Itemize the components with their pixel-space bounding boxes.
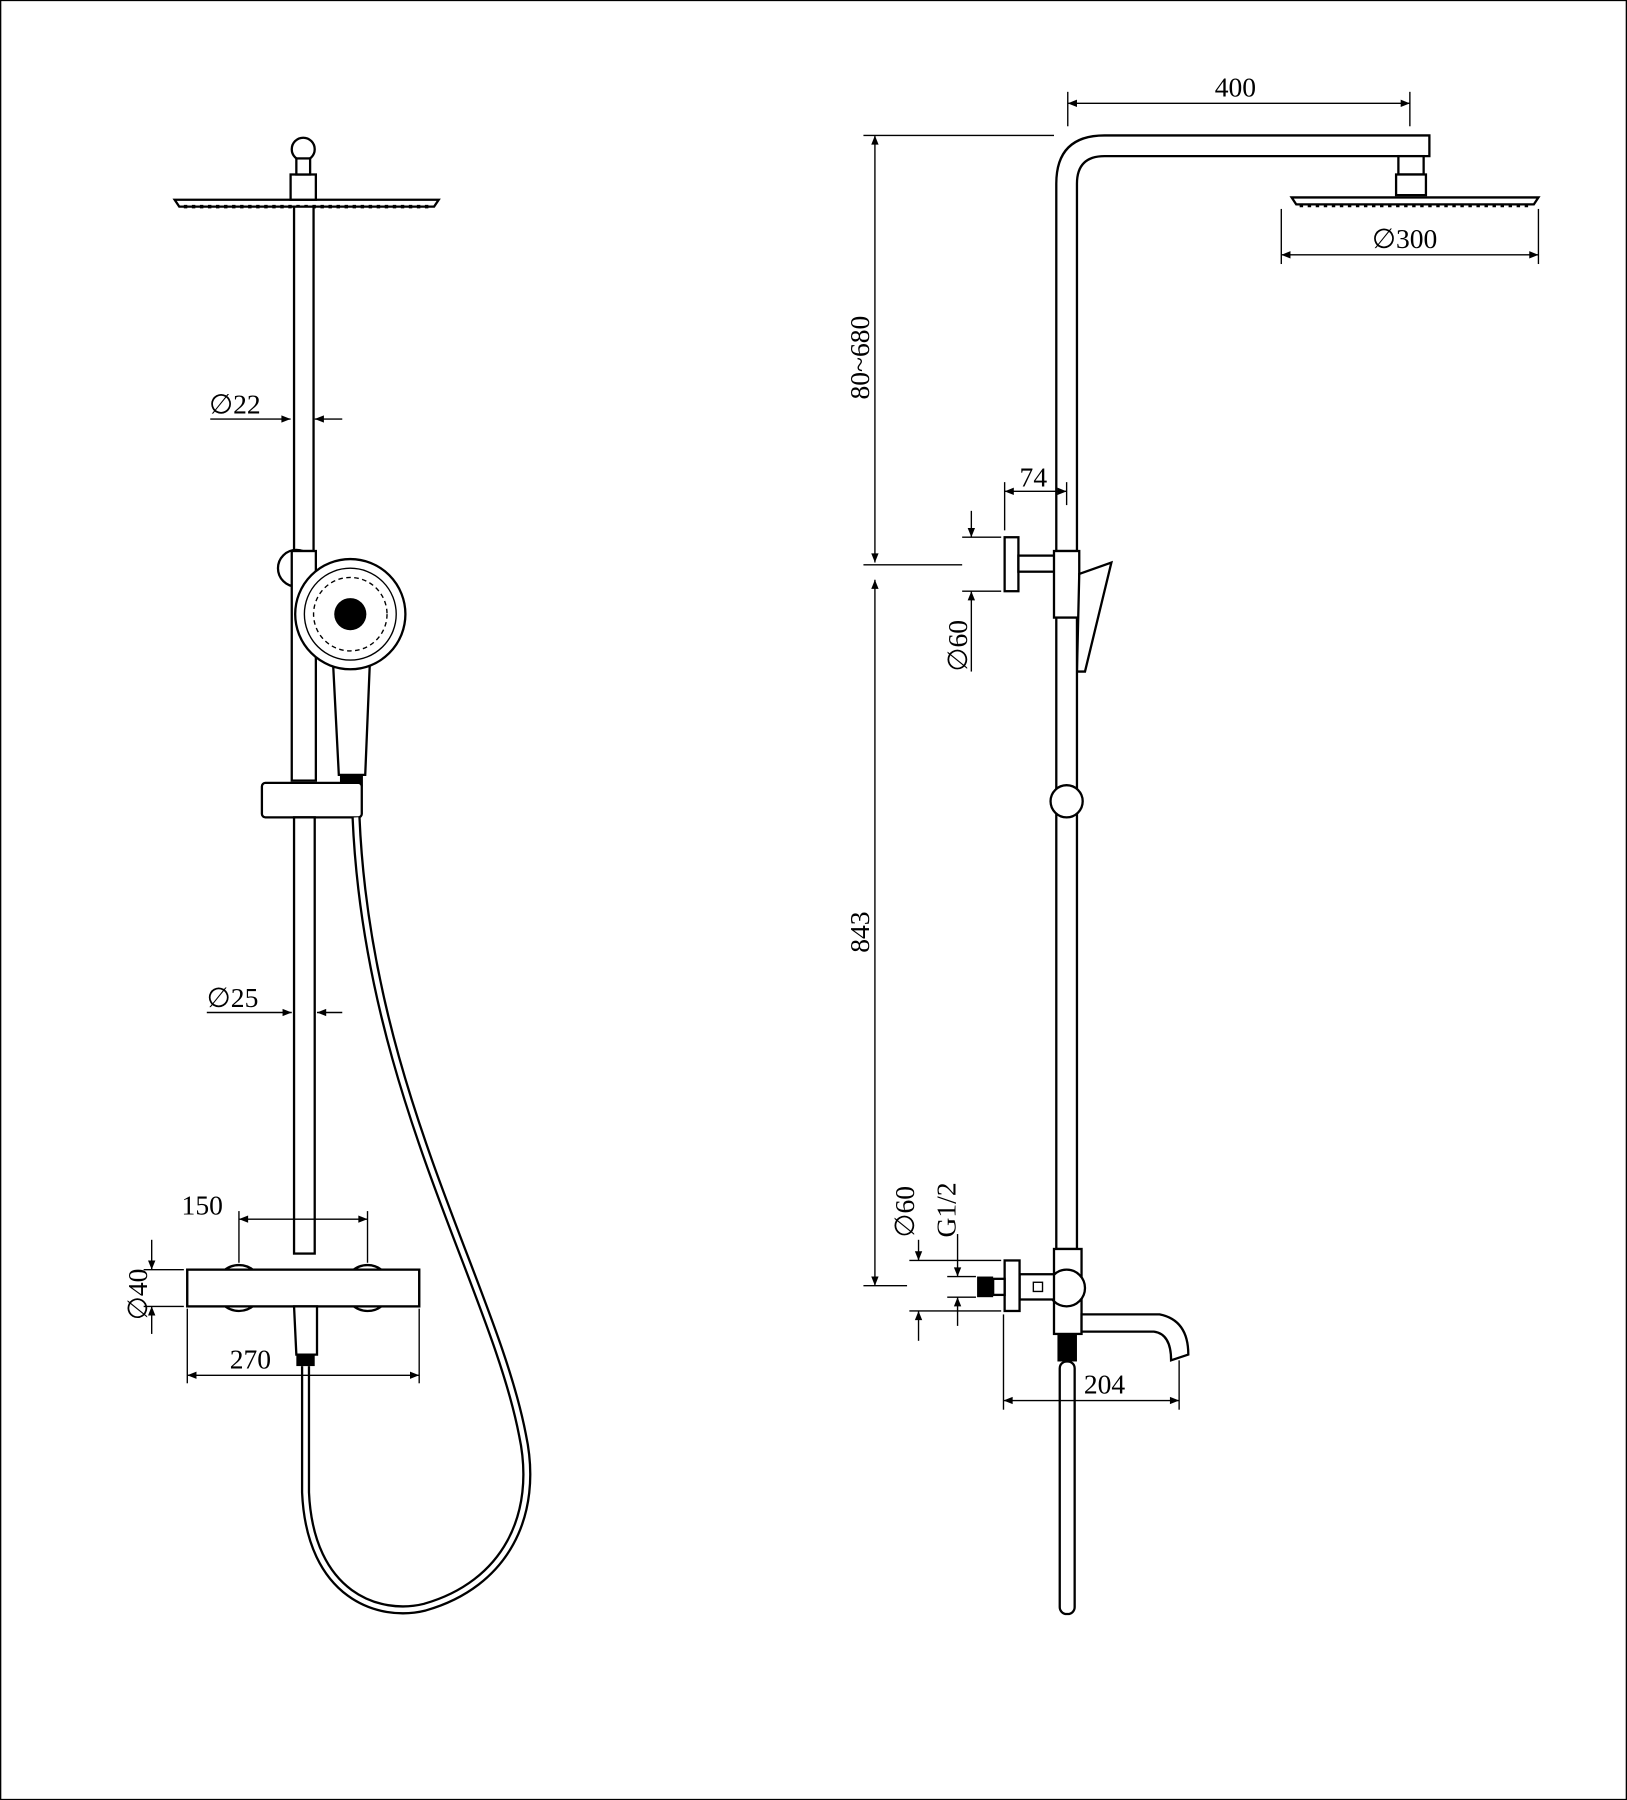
lower-rod	[292, 816, 316, 1255]
side-bracket-plate	[1003, 536, 1020, 593]
dim-spout-length: 204	[1084, 1369, 1126, 1400]
shower-hose	[300, 817, 532, 1615]
side-hand-shower	[1075, 560, 1114, 673]
head-connector	[289, 173, 318, 201]
dim-head-diameter: ∅300	[1372, 223, 1437, 254]
dim-wall-plate-diameter: ∅60	[889, 1186, 920, 1238]
side-head-connector	[1397, 154, 1425, 176]
side-inlet	[977, 1276, 994, 1298]
dim-thread: G1/2	[930, 1182, 961, 1237]
side-wall-plate	[1003, 1259, 1021, 1313]
shower-arm	[1055, 134, 1431, 553]
upper-rod	[292, 205, 315, 553]
side-hose-pipe	[1058, 1360, 1076, 1616]
dim-rod-height: 843	[844, 911, 875, 952]
dim-rod-upper-diameter: ∅22	[209, 388, 261, 419]
hand-shower-handle	[331, 662, 372, 777]
side-rod	[1055, 616, 1079, 1251]
side-spout	[1080, 1313, 1190, 1362]
shower-holder	[260, 781, 363, 819]
dim-height-adjust: 80~680	[844, 316, 875, 400]
mixer-outlet	[292, 1305, 319, 1356]
dim-bracket-offset: 74	[1020, 462, 1048, 493]
front-view: ∅22 ∅25 150 ∅40 270	[122, 136, 532, 1615]
dim-mixer-diameter: ∅40	[122, 1269, 153, 1321]
side-view: 400 ∅300 80~680 843 74 ∅60 ∅60 G1/2 20	[844, 71, 1541, 1616]
knob-neck	[295, 157, 312, 176]
dim-knob-spacing: 150	[182, 1190, 223, 1221]
side-holder-ball	[1049, 784, 1084, 819]
dim-bracket-plate-diameter: ∅60	[942, 620, 973, 672]
dim-arm-length: 400	[1215, 71, 1256, 102]
handle-nut	[339, 774, 363, 787]
side-rain-head	[1289, 196, 1541, 206]
side-clamp	[1052, 549, 1081, 619]
dim-mixer-width: 270	[230, 1343, 271, 1374]
dim-rod-lower-diameter: ∅25	[207, 982, 259, 1013]
